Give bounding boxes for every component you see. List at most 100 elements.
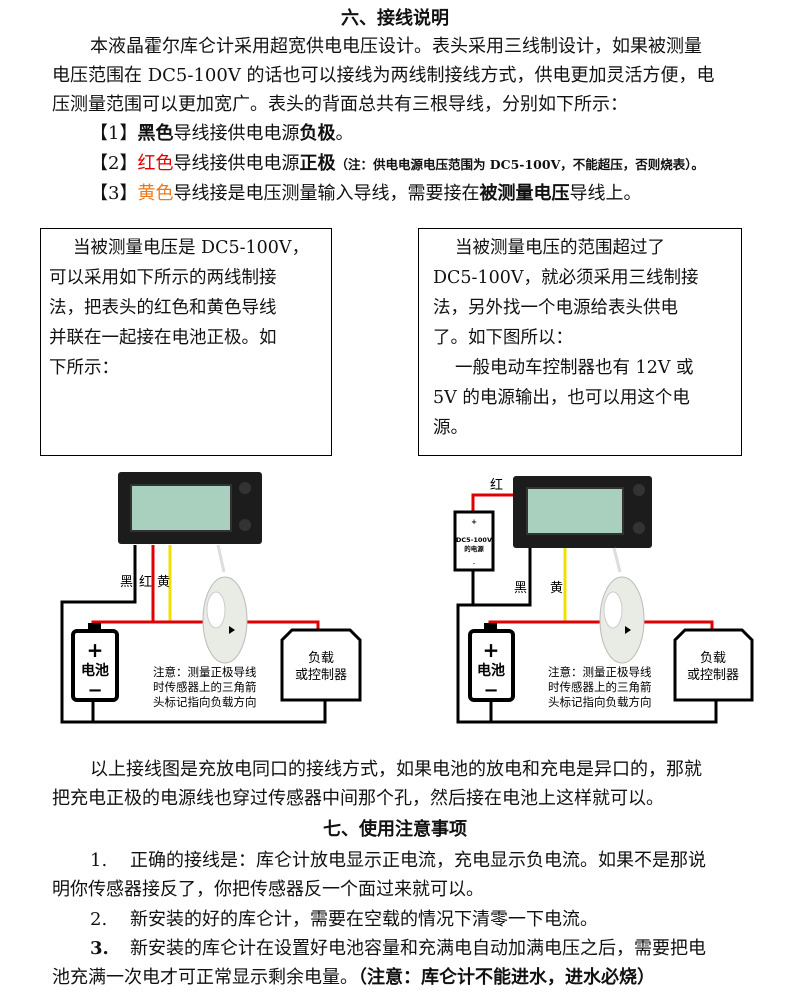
label-yellow: 黄 — [157, 575, 170, 590]
item-num: 【3】 — [90, 183, 138, 204]
diagram-label: 负载 — [308, 651, 334, 666]
box-line: 当被测量电压是 DC5-100V， — [73, 238, 310, 258]
diagram-label: + — [483, 638, 500, 662]
label-red: 红 — [139, 574, 152, 590]
diagram-label: 或控制器 — [687, 668, 739, 683]
item-bold: 被测量电压 — [479, 183, 570, 204]
diagram-label: 注意：测量正极导线 — [153, 665, 257, 679]
diagram-shape — [216, 544, 226, 573]
item-bold: 负极 — [299, 123, 336, 144]
box-line: DC5-100V，就必须采用三线制接 — [433, 268, 699, 288]
wire-item-red: 【2】红色导线接供电电源正极（注：供电电源电压范围为 DC5-100V，不能超压… — [90, 149, 704, 179]
diagram-label: 头标记指向负载方向 — [548, 695, 652, 709]
label-red: 红 — [490, 477, 503, 493]
wire-item-black: 【1】黑色导线接供电电源负极。 — [90, 119, 353, 148]
item-line: 新安装的库仑计在设置好电池容量和充满电自动加满电压之后，需要把电 — [130, 938, 706, 959]
box-line: 源。 — [433, 418, 468, 438]
diagram-label: 时传感器上的三角箭 — [153, 680, 257, 694]
diagram-shape — [484, 623, 497, 631]
two-wire-diagram: 黑 红 黄 + 电池 − 负载 或控制器 注意：测量正极导线 时传感器上的三角箭… — [60, 472, 362, 724]
diagram-label: 注意：测量正极导线 — [548, 665, 652, 679]
diagram-shape — [229, 626, 235, 634]
diagram-label: 或控制器 — [295, 668, 347, 683]
load-box — [280, 628, 362, 702]
power-supply — [453, 510, 495, 572]
box-line: 5V 的电源输出，也可以用这个电 — [433, 388, 690, 408]
item-tail: 。 — [335, 123, 354, 144]
load-box — [673, 628, 754, 702]
diagram-shape — [612, 547, 622, 573]
wiring-diagrams: 黑 红 黄 + 电池 − 负载 或控制器 注意：测量正极导线 时传感器上的三角箭… — [60, 472, 754, 724]
three-wire-note-box: 当被测量电压的范围超过了 DC5-100V，就必须采用三线制接 法，另外找一个电… — [418, 228, 742, 456]
diagram-shape — [603, 591, 623, 629]
red-wire — [471, 493, 513, 512]
item-line: 明你传感器接反了，你把传感器反一个面过来就可以。 — [52, 879, 484, 900]
battery-label: 电池 — [477, 662, 505, 679]
label-yellow: 黄 — [550, 581, 563, 596]
section-7-title: 七、使用注意事项 — [323, 819, 467, 840]
meter-lcd — [130, 484, 232, 532]
intro-line: 压测量范围可以更加宽广。表头的背面总共有三根导线，分别如下所示： — [52, 94, 628, 115]
intro-line: 本液晶霍尔库仑计采用超宽供电电压设计。表头采用三线制设计，如果被测量 — [90, 36, 702, 57]
diagram-label: 负载 — [700, 651, 726, 666]
item-tail: 导线上。 — [569, 183, 642, 204]
black-wire — [60, 545, 327, 724]
item-num: 2. — [90, 909, 108, 930]
two-wire-note-box: 当被测量电压是 DC5-100V， 可以采用如下所示的两线制接 法，把表头的红色… — [40, 228, 332, 456]
diagram-label: + — [471, 518, 477, 526]
item-num: 【1】 — [90, 123, 138, 144]
label-black: 黑 — [514, 581, 527, 596]
box-line: 法，把表头的红色和黄色导线 — [49, 298, 277, 318]
diagram-shape — [88, 623, 101, 631]
wire-item-yellow: 【3】黄色导线接是电压测量输入导线，需要接在被测量电压导线上。 — [90, 179, 641, 208]
item-line: 池充满一次电才可正常显示剩余电量。 — [52, 967, 358, 988]
box-line: 一般电动车控制器也有 12V 或 — [455, 358, 694, 378]
water-warning: （注意：库仑计不能进水，进水必烧） — [358, 967, 655, 988]
after-line: 把充电正极的电源线也穿过传感器中间那个孔，然后接在电池上这样就可以。 — [52, 788, 664, 809]
item-text: 导线接供电电源 — [173, 123, 300, 144]
diagram-label: + — [87, 638, 104, 662]
section-6-title: 六、接线说明 — [341, 8, 449, 29]
three-wire-diagram: 红 黑 黄 + DC5-100V 的电源 - + 电池 − 负载 或控制器 注意… — [453, 476, 754, 724]
diagram-label: 头标记指向负载方向 — [153, 695, 257, 709]
diagram-label: DC5-100V — [456, 536, 492, 544]
battery — [468, 629, 515, 702]
after-line: 以上接线图是充放电同口的接线方式，如果电池的放电和充电是异口的，那就 — [90, 759, 702, 780]
item-line-with-warning: 池充满一次电才可正常显示剩余电量。（注意：库仑计不能进水，进水必烧） — [52, 963, 655, 992]
item-num: 3. — [90, 938, 109, 959]
item-tail: （注：供电电源电压范围为 DC5-100V，不能超压，否则烧表）。 — [335, 157, 705, 172]
diagram-label: − — [87, 680, 102, 701]
diagram-shape — [633, 484, 645, 496]
color-word: 黑色 — [137, 123, 174, 144]
diagram-shape — [633, 522, 645, 534]
label-black: 黑 — [120, 575, 133, 590]
battery — [71, 629, 119, 702]
item-bold: 正极 — [299, 153, 336, 174]
intro-line: 电压范围在 DC5-100V 的话也可以接线为两线制接线方式，供电更加灵活方便，… — [52, 65, 715, 86]
diagram-shape — [206, 591, 226, 629]
color-word: 黄色 — [137, 183, 174, 204]
black-wire — [456, 548, 718, 724]
diagram-label: − — [483, 680, 498, 701]
battery-label: 电池 — [81, 662, 109, 679]
box-line: 可以采用如下所示的两线制接 — [49, 268, 277, 288]
diagram-label: - — [473, 560, 476, 568]
item-text: 导线接是电压测量输入导线，需要接在 — [173, 183, 480, 204]
box-line: 法，另外找一个电源给表头供电 — [433, 298, 678, 318]
item-line: 新安装的好的库仑计，需要在空载的情况下清零一下电流。 — [130, 909, 598, 930]
box-line: 了。如下图所以： — [433, 328, 573, 348]
diagram-label: 时传感器上的三角箭 — [548, 680, 652, 694]
item-line: 正确的接线是：库仑计放电显示正电流，充电显示负电流。如果不是那说 — [130, 850, 706, 871]
color-word: 红色 — [137, 153, 174, 174]
diagram-shape — [625, 626, 631, 634]
diagram-label: 的电源 — [464, 544, 484, 553]
item-text: 导线接供电电源 — [173, 153, 300, 174]
box-line: 并联在一起接在电池正极。如 — [49, 328, 277, 348]
meter-lcd — [526, 487, 624, 535]
diagram-shape — [239, 519, 251, 531]
diagram-shape — [239, 482, 251, 494]
box-line: 下所示： — [49, 358, 119, 378]
item-num: 【2】 — [90, 153, 138, 174]
box-line: 当被测量电压的范围超过了 — [455, 238, 665, 258]
item-num: 1. — [90, 850, 108, 871]
